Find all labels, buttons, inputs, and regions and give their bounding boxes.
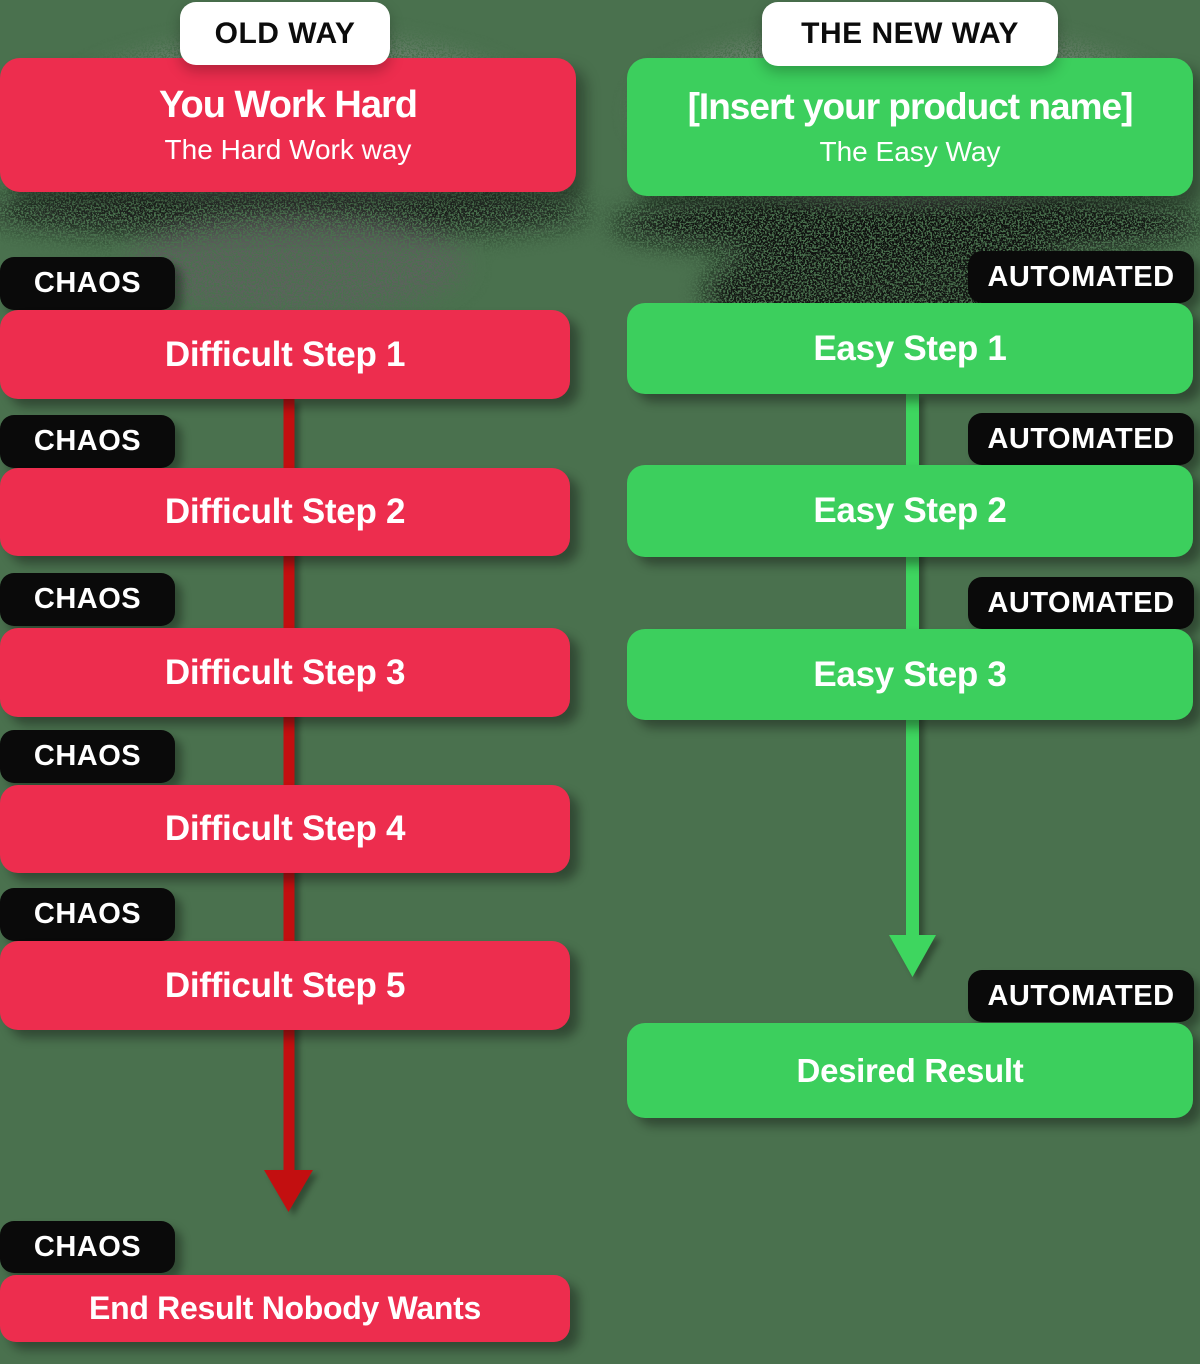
old-way-header-subtitle: The Hard Work way <box>164 134 412 165</box>
new-way-automated-badge: AUTOMATED <box>968 413 1194 465</box>
spray-band-right <box>613 192 1200 256</box>
new-way-step: Easy Step 1 <box>627 303 1193 394</box>
old-way-step: Difficult Step 4 <box>0 785 570 873</box>
old-way-chaos-badge: CHAOS <box>0 415 175 468</box>
spray-cloud-left <box>130 218 466 314</box>
new-way-header-subtitle: The Easy Way <box>819 136 1001 167</box>
old-way-result: End Result Nobody Wants <box>0 1275 570 1342</box>
old-way-header: You Work Hard The Hard Work way <box>0 58 576 192</box>
new-way-tag: THE NEW WAY <box>762 2 1058 66</box>
new-way-result: Desired Result <box>627 1023 1193 1118</box>
new-way-step: Easy Step 2 <box>627 465 1193 557</box>
old-way-chaos-badge: CHAOS <box>0 257 175 310</box>
old-way-chaos-badge: CHAOS <box>0 573 175 626</box>
old-way-step: Difficult Step 1 <box>0 310 570 399</box>
old-way-step: Difficult Step 2 <box>0 468 570 556</box>
new-way-automated-badge-final: AUTOMATED <box>968 970 1194 1022</box>
old-way-step: Difficult Step 5 <box>0 941 570 1030</box>
old-way-header-title: You Work Hard <box>159 84 418 126</box>
old-way-chaos-badge-final: CHAOS <box>0 1221 175 1273</box>
old-way-tag: OLD WAY <box>180 2 390 65</box>
old-way-chaos-badge: CHAOS <box>0 730 175 783</box>
new-way-header: [Insert your product name] The Easy Way <box>627 58 1193 196</box>
new-way-step: Easy Step 3 <box>627 629 1193 720</box>
new-way-automated-badge: AUTOMATED <box>968 577 1194 629</box>
new-way-automated-badge: AUTOMATED <box>968 251 1194 303</box>
old-way-step: Difficult Step 3 <box>0 628 570 717</box>
spray-band-left <box>0 185 588 239</box>
old-way-chaos-badge: CHAOS <box>0 888 175 941</box>
new-way-header-title: [Insert your product name] <box>687 86 1134 127</box>
